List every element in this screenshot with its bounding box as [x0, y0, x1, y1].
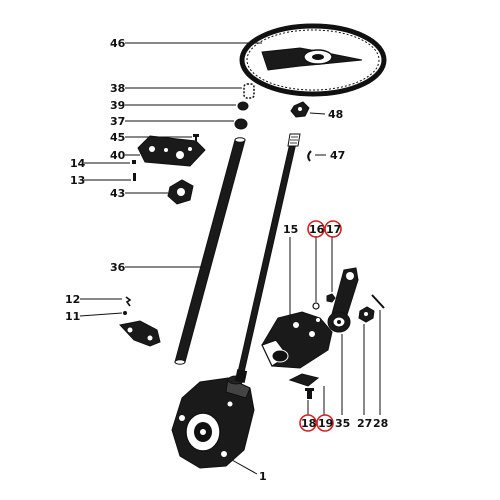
callout-40: 40 [110, 149, 126, 162]
screw-14 [132, 160, 136, 164]
callout-43: 43 [110, 187, 125, 200]
callout-1: 1 [259, 470, 267, 483]
clamp-plate [288, 373, 320, 387]
steering-column-bracket [137, 135, 206, 167]
callout-18: 18 [301, 417, 316, 430]
steering-gearbox [171, 369, 255, 469]
outer-column-tube [174, 137, 246, 365]
callout-38: 38 [110, 82, 125, 95]
top-bearing-stack [234, 83, 255, 130]
highlight-markers [299, 220, 342, 432]
split-pin-28 [371, 294, 385, 309]
drop-arm-35 [327, 267, 359, 333]
highlight-circle-16 [307, 220, 325, 238]
callout-16: 16 [309, 223, 325, 236]
callout-48: 48 [328, 108, 343, 121]
bolt-45 [193, 134, 199, 141]
leader-lines [79, 42, 381, 475]
callout-14: 14 [70, 157, 86, 170]
callout-11: 11 [65, 310, 80, 323]
callout-35: 35 [335, 417, 350, 430]
bolt-18 [305, 388, 314, 399]
clip-11 [119, 311, 161, 347]
steering-wheel [239, 23, 387, 97]
callout-36: 36 [110, 261, 126, 274]
callout-19: 19 [318, 417, 333, 430]
callout-28: 28 [373, 417, 388, 430]
clamp-43 [167, 179, 194, 205]
callout-45: 45 [110, 131, 125, 144]
callout-15: 15 [283, 223, 298, 236]
highlight-circle-19 [316, 414, 334, 432]
nut-48 [290, 101, 310, 118]
nut-16 [312, 302, 320, 310]
highlight-circle-18 [299, 414, 317, 432]
callout-12: 12 [65, 293, 80, 306]
washer-17 [326, 293, 336, 303]
highlight-circle-17 [324, 220, 342, 238]
callout-labels: 46 38 39 37 45 40 14 13 43 48 47 15 16 1… [65, 37, 388, 483]
screw-12 [125, 296, 132, 307]
callout-27: 27 [357, 417, 372, 430]
callout-47: 47 [330, 149, 345, 162]
key-47 [307, 150, 312, 162]
callout-46: 46 [110, 37, 126, 50]
callout-39: 39 [110, 99, 125, 112]
screw-13 [133, 173, 136, 181]
callout-17: 17 [326, 223, 341, 236]
nut-27 [358, 306, 375, 323]
callout-37: 37 [110, 115, 125, 128]
callout-13: 13 [70, 174, 85, 187]
mounting-bracket-15 [261, 311, 333, 369]
